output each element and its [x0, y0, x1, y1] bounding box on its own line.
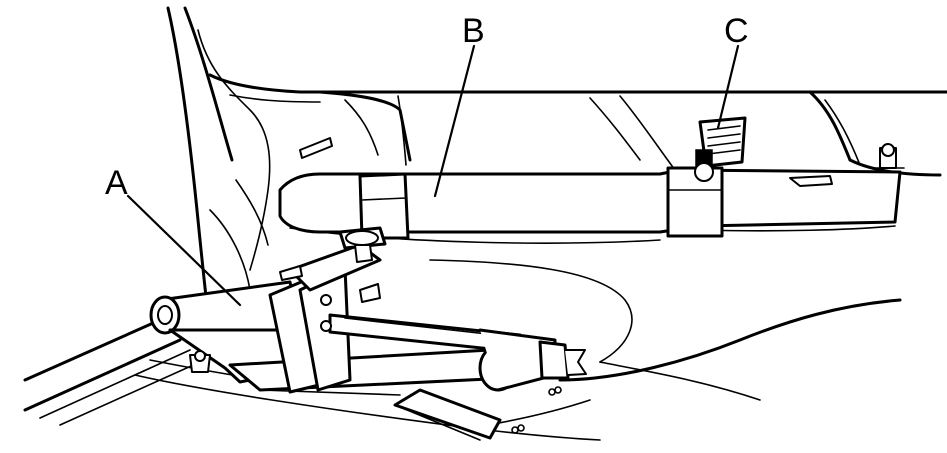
retainer-bracket [694, 116, 905, 182]
callout-label-c: C [724, 12, 749, 50]
leader-line-b [433, 44, 476, 198]
callout-label-a: A [105, 164, 128, 202]
spare-tire-carrier-bar [278, 166, 902, 244]
leader-line-a [126, 194, 242, 307]
callout-label-b: B [462, 12, 485, 50]
jack-assembly [149, 226, 587, 434]
leader-line-c [716, 44, 740, 130]
